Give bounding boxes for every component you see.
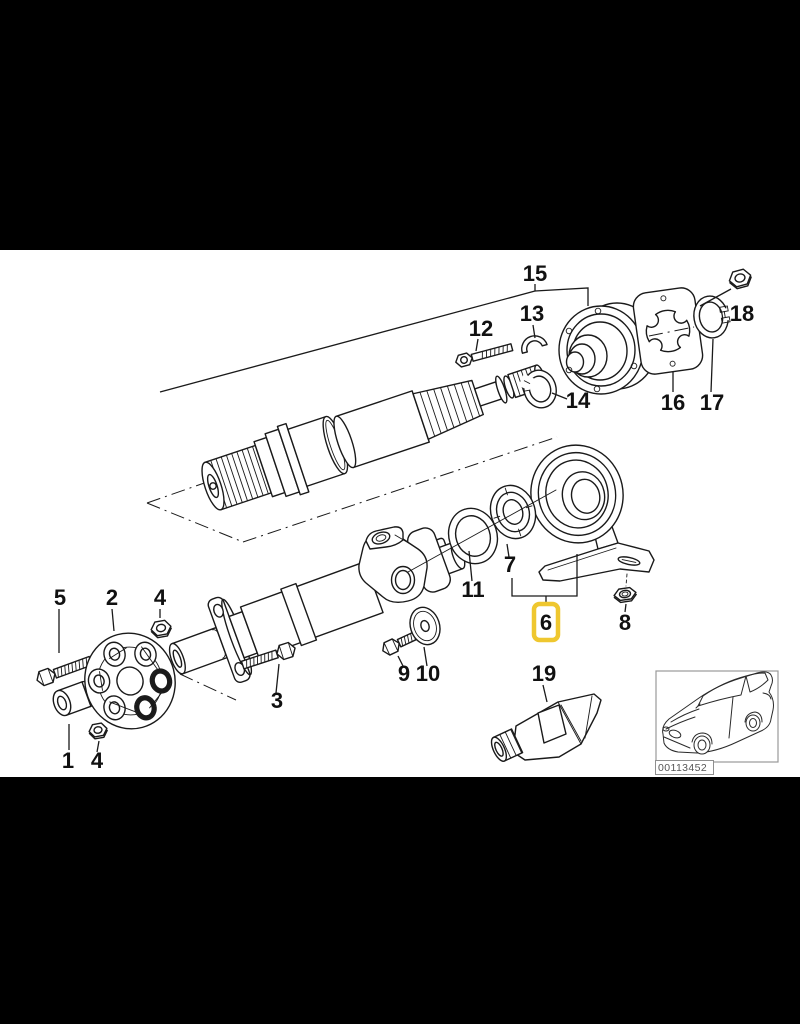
clamp-14-drawing <box>518 369 557 409</box>
washer-10-drawing <box>409 606 441 646</box>
nut-8-drawing <box>613 586 637 604</box>
bolt-3-drawing <box>240 641 296 670</box>
part-label-11: 11 <box>461 577 484 602</box>
part-label-16: 16 <box>661 390 685 415</box>
part-3-leader-line <box>275 663 280 694</box>
part-label-8: 8 <box>619 610 631 635</box>
part-4-leader-line <box>96 740 100 753</box>
part-label-4: 4 <box>154 585 167 610</box>
part-label-5: 5 <box>54 585 66 610</box>
nut-4b-drawing <box>88 722 108 740</box>
part-label-2: 2 <box>106 585 118 610</box>
part-label-9: 9 <box>398 661 410 686</box>
part-14-leader-line <box>551 392 568 400</box>
part-label-19: 19 <box>532 661 556 686</box>
lock-ring-17-drawing <box>693 295 734 339</box>
car-thumbnail: 00113452 <box>655 670 779 775</box>
part-13-leader-line <box>532 324 536 339</box>
part-17-leader-line <box>710 338 714 393</box>
part-label-17: 17 <box>700 390 724 415</box>
image-code-label: 00113452 <box>658 762 707 774</box>
cv-joint-drawing <box>455 268 752 409</box>
part-6-highlight <box>531 601 561 643</box>
part-8-leader-line <box>624 603 627 613</box>
part-label-6: 6 <box>540 610 552 635</box>
center-bearing-drawing <box>407 444 655 604</box>
grease-tube-drawing <box>490 693 602 762</box>
part-label-10: 10 <box>416 661 440 686</box>
part-label-7: 7 <box>504 552 516 577</box>
part-label-4: 4 <box>91 748 104 773</box>
part-18-leader-line <box>699 288 732 307</box>
image-code-box <box>655 760 714 775</box>
part-10-leader-line <box>423 646 428 667</box>
part-label-15: 15 <box>523 261 547 286</box>
part-label-13: 13 <box>520 301 544 326</box>
flex-disc-2-drawing <box>84 632 176 730</box>
part-7-leader-line <box>506 543 510 558</box>
part-19-leader-line <box>542 684 548 703</box>
bolt-5-drawing <box>36 655 93 687</box>
bearing-7-drawing <box>489 484 537 540</box>
part-label-14: 14 <box>566 388 591 413</box>
part-6-leader-line <box>511 554 578 597</box>
part-label-18: 18 <box>730 301 754 326</box>
u-joint-drawing <box>358 526 451 604</box>
car-outline <box>662 671 774 755</box>
part-15-leader-line <box>534 287 589 306</box>
flex-disc-group-drawing <box>36 619 296 740</box>
nut-18-drawing <box>728 268 752 290</box>
nut-4a-drawing <box>150 619 172 639</box>
part-11-leader-line <box>468 550 473 582</box>
bolt-12-drawing <box>455 343 514 368</box>
part-label-3: 3 <box>271 688 283 713</box>
clamp-13-drawing <box>521 335 548 354</box>
part-label-12: 12 <box>469 316 493 341</box>
part-12-leader-line <box>475 338 479 352</box>
lower-shaft-drawing <box>168 526 466 683</box>
part-9-leader-line <box>397 655 404 667</box>
gasket-16-drawing <box>632 287 704 375</box>
axis-dash-lines <box>146 436 558 701</box>
part-2-leader-line <box>111 608 115 632</box>
part-label-1: 1 <box>62 748 74 773</box>
